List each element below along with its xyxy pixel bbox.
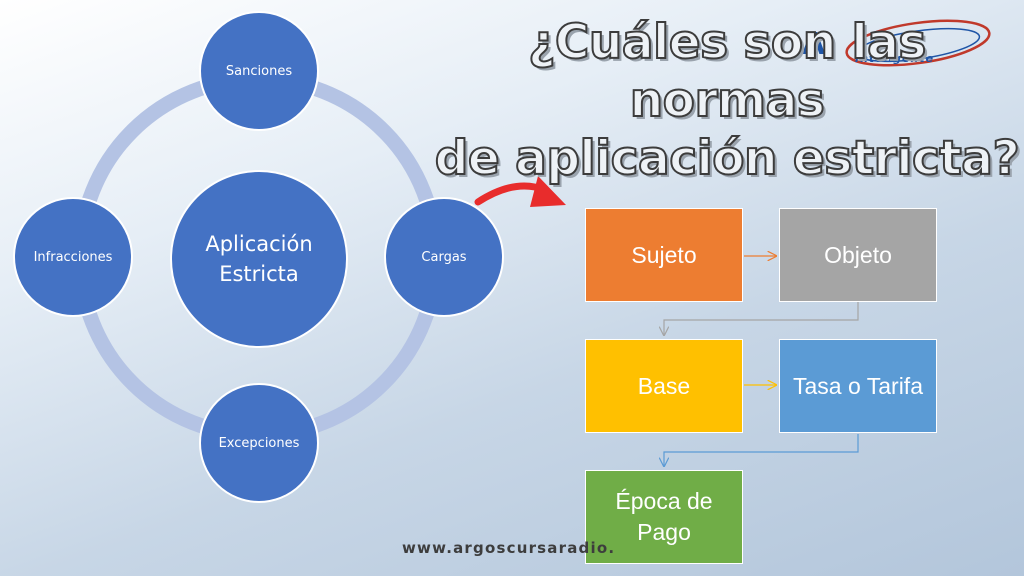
connector-tasa-epoca (664, 434, 859, 466)
step-label: Tasa o Tarifa (793, 372, 923, 399)
step-epoca: Época de Pago (585, 470, 743, 564)
step-label: Época de Pago (615, 488, 713, 545)
cycle-node-label: Infracciones (33, 249, 113, 265)
cycle-node-label: Excepciones (218, 435, 300, 451)
logo-icon: A (802, 19, 991, 67)
title-line-2: de aplicación estricta? (434, 130, 1021, 187)
step-label: Base (637, 372, 691, 399)
cycle-center-label: Aplicación Estricta (205, 232, 313, 286)
step-sujeto: Sujeto (585, 208, 743, 302)
cycle-center-node: Aplicación Estricta (170, 170, 348, 348)
red-arrow-icon (474, 176, 566, 207)
cycle-node-label: Sanciones (225, 63, 293, 79)
cycle-node-infracciones: Infracciones (13, 197, 133, 317)
cycle-node-label: Cargas (421, 249, 467, 265)
footer-url: www.argoscursaradio. (402, 539, 616, 557)
cycle-node-cargas: Cargas (384, 197, 504, 317)
cycle-node-excepciones: Excepciones (199, 383, 319, 503)
step-tasa: Tasa o Tarifa (779, 339, 937, 433)
cycle-node-sanciones: Sanciones (199, 11, 319, 131)
title-line-1: ¿Cuáles son las normas (527, 14, 927, 129)
logo-subtitle: Inteligente (855, 52, 935, 65)
slide-title: ¿Cuáles son las normas de aplicación est… (432, 14, 1022, 188)
svg-text:A: A (802, 27, 826, 62)
step-label: Sujeto (631, 241, 697, 268)
connector-objeto-base (664, 302, 859, 335)
step-label: Objeto (824, 241, 892, 268)
step-objeto: Objeto (779, 208, 937, 302)
step-base: Base (585, 339, 743, 433)
